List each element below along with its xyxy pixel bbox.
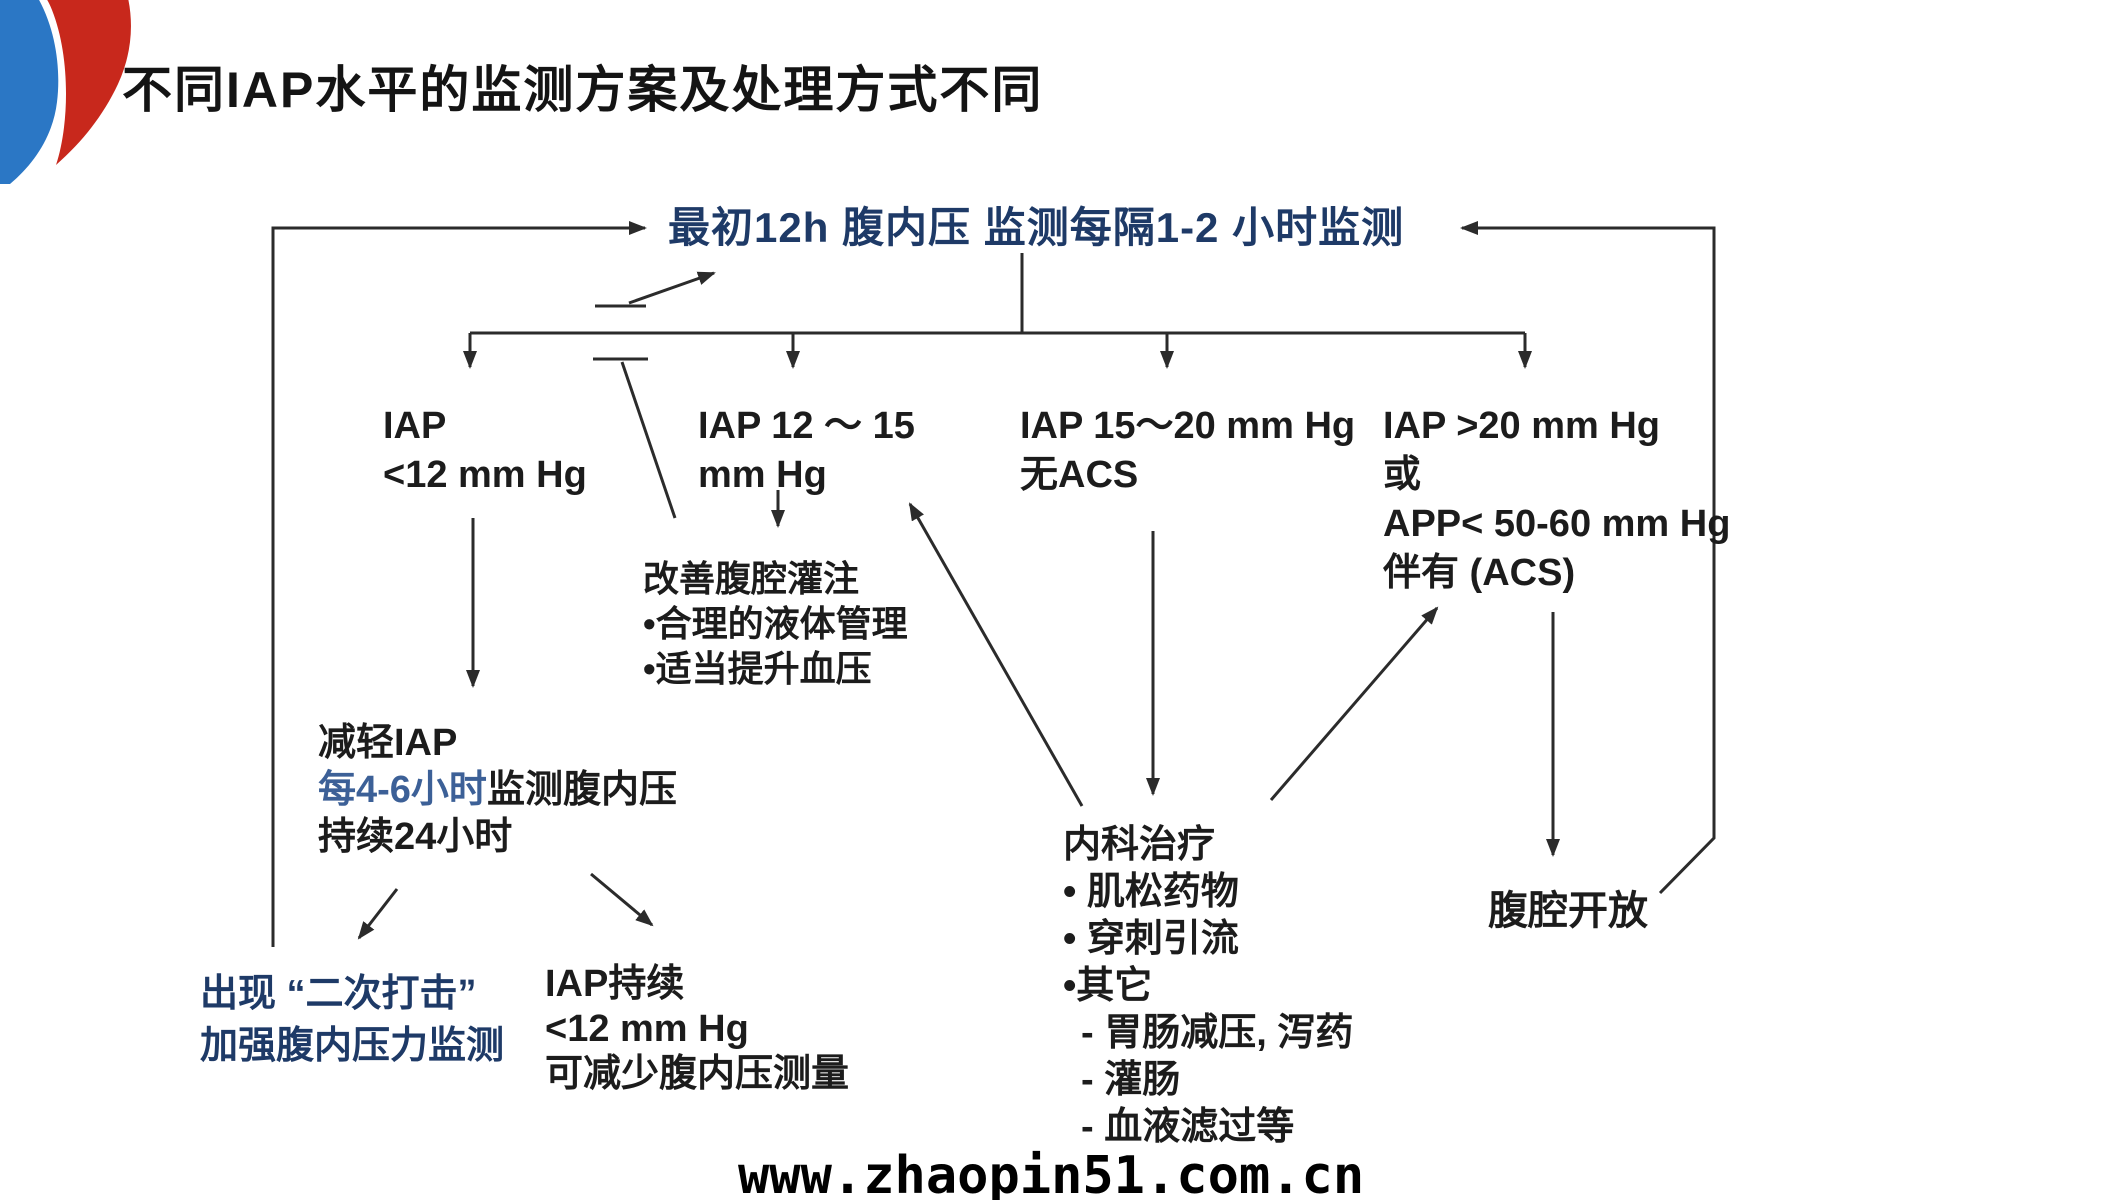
edge-secondhit-to-initial [271, 221, 647, 947]
persistent-line2: <12 mm Hg [545, 1008, 749, 1050]
medical-item-enema: - 灌肠 [1081, 1059, 1181, 1101]
reduce-line1: 减轻IAP [318, 722, 458, 764]
branch-critical-line1: IAP >20 mm Hg [1383, 405, 1661, 447]
edge-return-segment-lower [620, 361, 677, 519]
edge-reduce-to-persistent [590, 872, 654, 927]
edge-reduce-to-secondhit [357, 888, 399, 940]
improve-line2: •合理的液体管理 [643, 603, 908, 644]
watermark-url: www.zhaopin51.com.cn [738, 1146, 1365, 1200]
branch-mid-line1: IAP 12 ～ 15 [698, 405, 915, 447]
branch-low-line2: <12 mm Hg [383, 454, 587, 496]
node-second-hit: 出现 “二次打击” 加强腹内压力监测 [200, 968, 504, 1072]
improve-line3: •适当提升血压 [643, 648, 872, 689]
medical-item-other: •其它 [1063, 965, 1153, 1007]
persistent-line3: 可减少腹内压测量 [545, 1053, 850, 1095]
node-improve-perfusion: 改善腹腔灌注 •合理的液体管理 •适当提升血压 [643, 556, 908, 691]
node-initial-monitoring: 最初12h 腹内压 监测每隔1-2 小时监测 [668, 204, 1405, 251]
edge-medical-to-critical [1269, 606, 1439, 801]
branch-critical-line4: 伴有 (ACS) [1383, 552, 1576, 594]
edge-return-arrow-upper [628, 271, 716, 305]
reduce-line2-interval: 每4-6小时 [318, 769, 487, 811]
branch-mid-line2: mm Hg [698, 454, 827, 496]
secondhit-line1: 出现 “二次打击” [200, 973, 477, 1015]
node-branch-iap-mid: IAP 12 ～ 15 mm Hg [698, 402, 915, 500]
medical-title: 内科治疗 [1063, 824, 1216, 866]
branch-high-line1: IAP 15～20 mm Hg [1020, 405, 1356, 447]
corner-logo-icon [0, 0, 131, 184]
medical-item-drainage: • 穿刺引流 [1063, 918, 1239, 960]
node-open-abdomen: 腹腔开放 [1488, 889, 1648, 933]
node-branch-iap-low: IAP <12 mm Hg [383, 402, 587, 500]
reduce-line3: 持续24小时 [318, 816, 513, 858]
branch-critical-line2: 或 [1383, 454, 1422, 496]
edge-openabdomen-to-initial [1460, 221, 1716, 895]
reduce-line2: 每4-6小时监测腹内压 [318, 767, 677, 814]
branch-high-line2: 无ACS [1020, 454, 1139, 496]
reduce-line2-monitor: 监测腹内压 [486, 769, 677, 811]
improve-line1: 改善腹腔灌注 [643, 558, 860, 599]
medical-item-hemofiltration: - 血液滤过等 [1081, 1106, 1295, 1148]
node-reduce-iap: 减轻IAP 每4-6小时监测腹内压 持续24小时 [318, 720, 677, 861]
persistent-line1: IAP持续 [545, 963, 685, 1005]
node-branch-iap-critical: IAP >20 mm Hg 或 APP< 50-60 mm Hg 伴有 (ACS… [1383, 402, 1730, 598]
branch-low-line1: IAP [383, 405, 447, 447]
medical-item-relaxants: • 肌松药物 [1063, 871, 1239, 913]
edge-medical-to-mid [908, 502, 1084, 807]
node-medical-treatment: 内科治疗 • 肌松药物 • 穿刺引流 •其它 - 胃肠减压, 泻药 - 灌肠 -… [1063, 822, 1353, 1151]
secondhit-line2: 加强腹内压力监测 [200, 1025, 505, 1067]
page-title: 不同IAP水平的监测方案及处理方式不同 [122, 62, 1044, 118]
medical-item-gi-decompression: - 胃肠减压, 泻药 [1081, 1012, 1354, 1054]
branch-critical-line3: APP< 50-60 mm Hg [1383, 503, 1731, 545]
node-branch-iap-high: IAP 15～20 mm Hg 无ACS [1020, 402, 1355, 500]
node-persistent-low: IAP持续 <12 mm Hg 可减少腹内压测量 [545, 962, 849, 1097]
